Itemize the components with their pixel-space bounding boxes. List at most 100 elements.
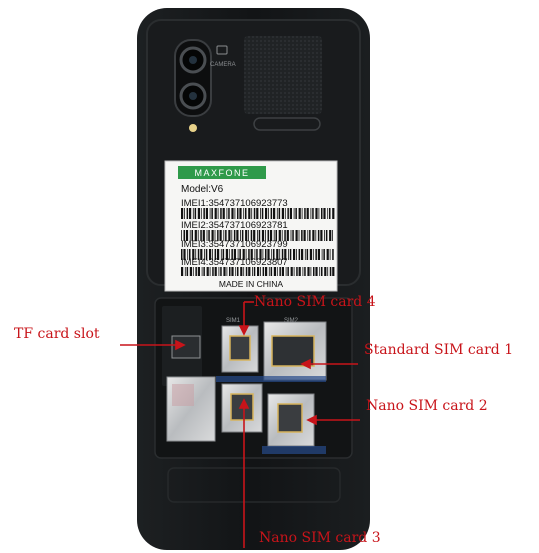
barcode-bar [302, 267, 304, 276]
barcode-bar [220, 208, 222, 219]
barcode-bar [285, 267, 287, 276]
camera-lens-inner-icon [189, 56, 197, 64]
barcode-bar [278, 230, 281, 241]
nano-sim-3-label: Nano SIM card 3 [259, 530, 381, 546]
barcode-bar [185, 230, 189, 241]
barcode-bar [226, 267, 228, 276]
barcode-bar [186, 208, 189, 219]
barcode-bar [290, 267, 293, 276]
barcode-bar [306, 208, 309, 219]
barcode-bar [240, 267, 243, 276]
barcode-bar [234, 208, 236, 219]
barcode-bar [310, 267, 312, 276]
imei-3: IMEI3:354737106923799 [181, 239, 288, 250]
barcode-bar [191, 230, 193, 241]
barcode-bar [273, 267, 276, 276]
barcode-bar [271, 249, 273, 260]
barcode-bar [197, 267, 200, 276]
barcode-bar [192, 208, 194, 219]
barcode-bar [268, 208, 269, 219]
barcode-bar [219, 230, 222, 241]
barcode-bar [181, 267, 184, 276]
barcode-bar [183, 230, 185, 241]
barcode-bar [228, 249, 230, 260]
barcode-bar [183, 249, 186, 260]
barcode-bar [217, 208, 219, 219]
barcode-bar [298, 230, 300, 241]
barcode-bar [189, 208, 192, 219]
barcode-bar [201, 267, 203, 276]
barcode-bar [212, 267, 214, 276]
barcode-bar [321, 267, 323, 276]
barcode-bar [317, 249, 320, 260]
barcode-bar [257, 230, 258, 241]
barcode-bar [211, 208, 213, 219]
barcode-bar [240, 230, 241, 241]
barcode-bar [189, 249, 191, 260]
camera-lens-inner-icon [189, 92, 197, 100]
barcode-bar [321, 249, 323, 260]
barcode-bar [329, 208, 331, 219]
barcode-bar [217, 230, 219, 241]
barcode-bar [265, 208, 268, 219]
barcode-bar [194, 230, 197, 241]
barcode-bar [275, 230, 277, 241]
barcode-bar [332, 249, 334, 260]
barcode-bar [233, 249, 236, 260]
barcode-bar [181, 249, 183, 260]
barcode-bar [312, 249, 314, 260]
barcode-bar [200, 249, 203, 260]
barcode-bar [214, 249, 217, 260]
barcode-bar [276, 267, 278, 276]
barcode-bar [222, 208, 225, 219]
barcode-bar [267, 230, 269, 241]
barcode-bar [284, 249, 287, 260]
barcode-bar [289, 208, 292, 219]
barcode-bar [251, 208, 253, 219]
barcode-bar [265, 249, 267, 260]
barcode-bar [259, 249, 262, 260]
barcode-bar [298, 249, 301, 260]
tf-card-label [172, 384, 194, 406]
barcode-bar [301, 230, 303, 241]
barcode-bar [273, 230, 275, 241]
barcode-bar [225, 230, 227, 241]
barcode-bar [287, 267, 289, 276]
barcode-bar [296, 267, 298, 276]
barcode-bar [326, 249, 329, 260]
barcode-bar [327, 267, 329, 276]
barcode-bar [241, 230, 244, 241]
barcode-bar [260, 208, 261, 219]
barcode-bar [332, 208, 335, 219]
barcode-bar [220, 267, 222, 276]
barcode-bar [262, 267, 265, 276]
barcode-bar [289, 249, 292, 260]
barcode-bar [197, 208, 200, 219]
barcode-bar [298, 267, 301, 276]
barcode-bar [325, 230, 328, 241]
barcode-bar [197, 249, 200, 260]
barcode-bar [203, 267, 205, 276]
barcode-bar [205, 208, 208, 219]
brand-name: MAXFONE [194, 168, 249, 178]
barcode-bar [304, 267, 306, 276]
barcode-bar [279, 249, 281, 260]
barcode-bar [211, 230, 214, 241]
barcode-bar [312, 230, 315, 241]
camera-glyph-icon [216, 45, 228, 55]
barcode-bar [281, 267, 284, 276]
barcode-bar [223, 267, 226, 276]
barcode-bar [309, 249, 312, 260]
barcode-bar [281, 208, 284, 219]
nano-sim-2-label: Nano SIM card 2 [366, 398, 488, 414]
imei-4: IMEI4:354737106923807 [181, 257, 288, 268]
barcode-bar [281, 230, 283, 241]
barcode-bar [252, 267, 253, 276]
nano-sim-4-label: Nano SIM card 4 [254, 294, 376, 310]
barcode-bar [279, 267, 281, 276]
barcode-bar [186, 267, 189, 276]
barcode-bar [296, 249, 297, 260]
barcode-bar [290, 230, 292, 241]
barcode-bar [301, 208, 303, 219]
barcode-bar [248, 249, 250, 260]
